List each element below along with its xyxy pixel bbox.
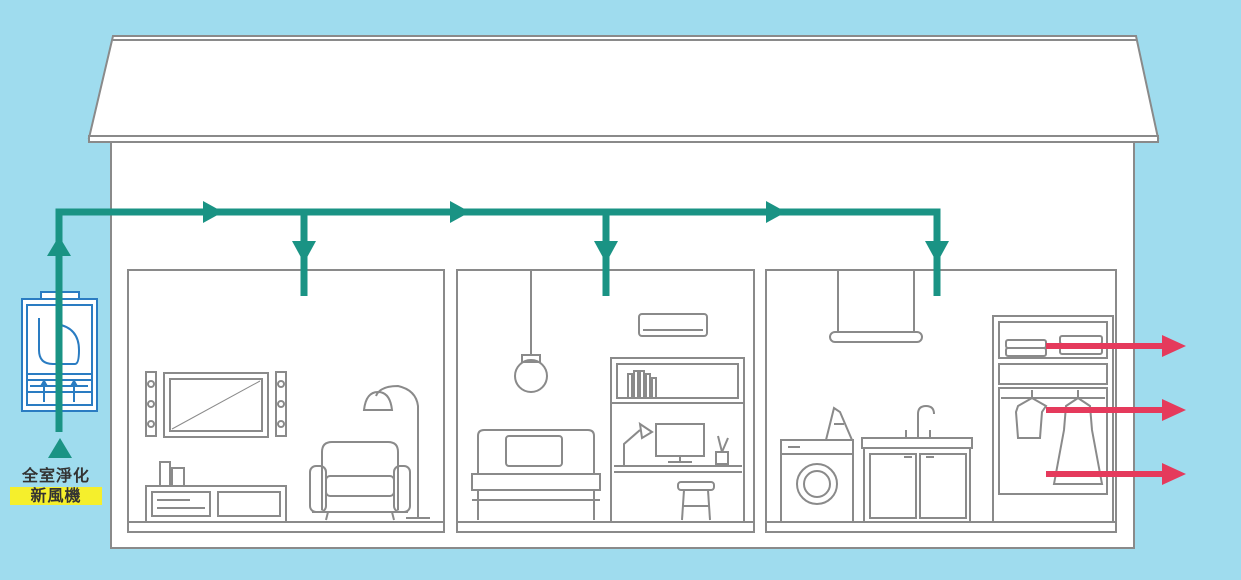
arrow-down-supply [292,241,316,263]
device-label: 全室淨化 新風機 [6,467,106,505]
house-body [110,141,1135,549]
arrow-right-exhaust [1162,399,1186,421]
speaker-icon [145,371,157,437]
arrow-right-flow [766,201,786,223]
laundry-closet [780,269,1114,523]
stool-icon [677,481,715,521]
iron-icon [824,406,854,441]
hanging-shirt-icon [1014,390,1048,439]
device-label-line2: 新風機 [10,487,102,505]
air-conditioner-icon [638,313,708,337]
arrow-right-flow [203,201,223,223]
arrow-right-exhaust [1162,335,1186,357]
tv-icon [163,372,269,438]
tv-cabinet-icon [145,461,287,523]
desk-icon [614,465,742,473]
hanging-dress-icon [1052,390,1104,485]
arrow-up-intake-small [48,438,72,458]
device-label-line1: 全室淨化 [21,466,90,485]
speaker-icon [275,371,287,437]
plant-icon [715,435,729,465]
bedroom-study [471,270,745,523]
monitor-icon [655,423,705,463]
bed-icon [471,429,601,520]
sink-cabinet-icon [861,404,973,523]
armchair-icon [309,441,411,521]
bookshelf-icon [610,357,745,523]
range-hood-icon [829,269,923,343]
exhaust-arrows [1046,335,1186,485]
living-room [145,371,430,523]
arrow-right-flow [450,201,470,223]
arrow-down-supply [594,241,618,263]
roof [87,35,1160,143]
arrow-up-intake [47,236,71,256]
floor-lamp-icon [362,384,430,519]
desk-lamp-icon [623,421,654,466]
arrow-down-supply [925,241,949,263]
washing-machine-icon [780,439,854,523]
arrow-right-exhaust [1162,463,1186,485]
pendant-lamp-icon [514,270,548,393]
fresh-air-arrows [47,201,949,458]
